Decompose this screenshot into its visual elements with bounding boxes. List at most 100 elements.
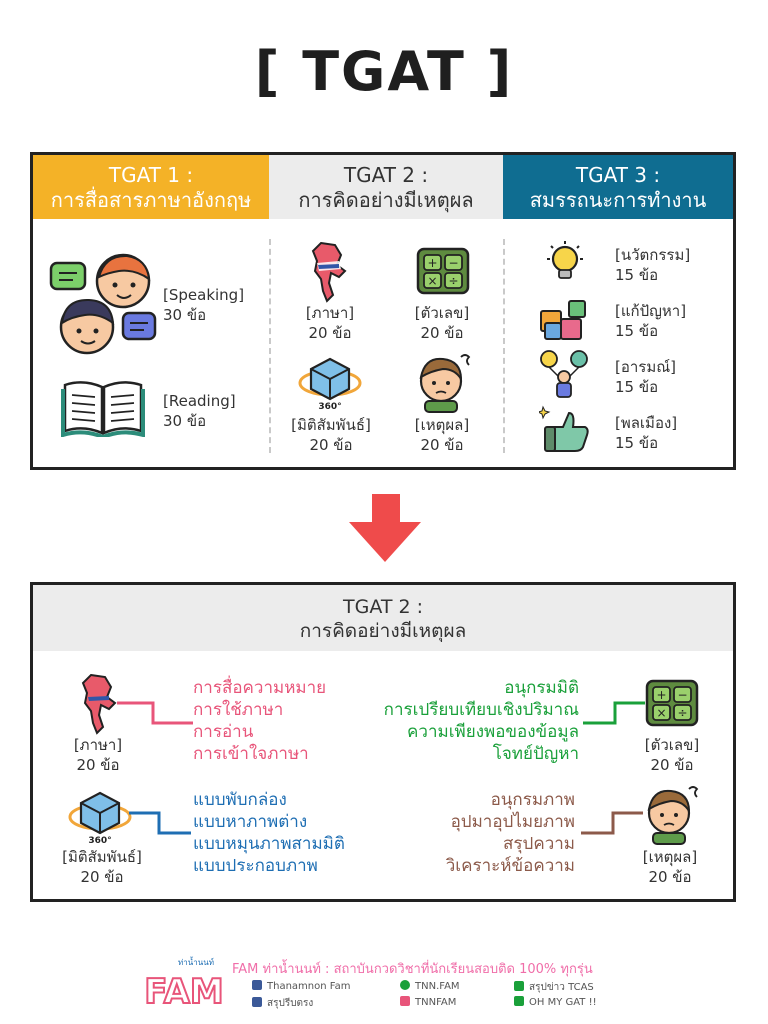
language-label: [ภาษา] <box>305 304 355 322</box>
fam-logo-icon: ท่าน้ำนนท์ FAM <box>146 956 222 1011</box>
line-icon <box>400 980 410 990</box>
facebook-icon <box>252 997 262 1007</box>
360-cube-icon: 360° <box>68 791 132 845</box>
360-cube-icon: 360° <box>298 357 362 411</box>
reasoning-count: 20 ข้อ <box>420 436 464 454</box>
connector-line <box>117 701 193 725</box>
language-label: [ภาษา] <box>73 736 123 754</box>
speaking-count: 30 ข้อ <box>163 306 207 324</box>
language-count: 20 ข้อ <box>76 756 120 774</box>
tgat3-subtitle: สมรรถนะการทำงาน <box>529 188 707 212</box>
gat-link[interactable]: OH MY GAT !! <box>514 996 597 1008</box>
reasoning-topic-list: อนุกรมภาพ อุปมาอุปไมยภาพ สรุปความ วิเครา… <box>373 789 575 877</box>
tgat2-detail-title: TGAT 2 : <box>342 596 424 618</box>
topic-item: สรุปความ <box>503 834 575 854</box>
calculator-icon: + − × ÷ <box>645 679 699 727</box>
svg-text:÷: ÷ <box>677 706 687 720</box>
spatial-topic-list: แบบพับกล่อง แบบหาภาพต่าง แบบหมุนภาพสามมิ… <box>193 789 345 877</box>
page-title: [ TGAT ] <box>254 40 514 103</box>
number-count: 20 ข้อ <box>650 756 694 774</box>
speaking-label: [Speaking] <box>163 286 245 304</box>
spatial-label: [มิติสัมพันธ์] <box>291 416 371 434</box>
tgat1-header: TGAT 1 : การสื่อสารภาษาอังกฤษ <box>33 155 269 219</box>
reasoning-count: 20 ข้อ <box>648 868 692 886</box>
emotion-count: 15 ข้อ <box>615 378 659 396</box>
facebook-link[interactable]: สรุปรีบตรง <box>252 996 313 1011</box>
svg-text:×: × <box>656 706 666 720</box>
thumbs-up-icon <box>539 405 589 452</box>
spatial-count: 20 ข้อ <box>309 436 353 454</box>
emotion-label: [อารมณ์] <box>615 358 676 376</box>
line-link[interactable]: TNN.FAM <box>400 980 460 992</box>
topic-item: แบบประกอบภาพ <box>193 856 318 876</box>
svg-text:+: + <box>427 256 437 270</box>
tgat1-title: TGAT 1 : <box>108 163 194 187</box>
topic-item: โจทย์ปัญหา <box>492 744 579 764</box>
topic-item: อนุกรมภาพ <box>490 790 575 810</box>
connector-line <box>583 701 645 725</box>
topic-item: การสื่อความหมาย <box>193 678 327 698</box>
instagram-icon <box>400 996 410 1006</box>
language-topic-list: การสื่อความหมาย การใช้ภาษา การอ่าน การเข… <box>193 677 326 765</box>
tgat3-header: TGAT 3 : สมรรถนะการทำงาน <box>503 155 733 219</box>
topic-item: การใช้ภาษา <box>193 700 284 720</box>
tgat2-detail-panel: TGAT 2 : การคิดอย่างมีเหตุผล [ภาษา] 20 ข… <box>30 582 736 902</box>
topic-item: แบบหาภาพต่าง <box>193 812 308 832</box>
tcas-news-link[interactable]: สรุปข่าว TCAS <box>514 980 594 995</box>
topic-item: วิเคราะห์ข้อความ <box>445 856 575 876</box>
spatial-count: 20 ข้อ <box>80 868 124 886</box>
open-book-icon <box>61 381 145 437</box>
tgat1-subtitle: การสื่อสารภาษาอังกฤษ <box>50 188 252 212</box>
svg-text:360°: 360° <box>88 836 111 845</box>
number-label: [ตัวเลข] <box>414 304 470 322</box>
tgat3-title: TGAT 3 : <box>575 163 661 187</box>
reading-count: 30 ข้อ <box>163 412 207 430</box>
topic-item: ความเพียงพอของข้อมูล <box>407 722 579 742</box>
line-group-icon <box>514 996 524 1006</box>
spatial-label: [มิติสัมพันธ์] <box>62 848 142 866</box>
logo-text: FAM <box>146 972 222 1011</box>
footer-tagline: FAM ท่าน้ำนนท์ : สถาบันกวดวิชาที่นักเรีย… <box>232 962 593 977</box>
topic-item: การอ่าน <box>193 722 254 742</box>
down-arrow-icon <box>372 494 400 524</box>
tgat2-detail-subtitle: การคิดอย่างมีเหตุผล <box>299 620 467 642</box>
svg-text:÷: ÷ <box>448 274 458 288</box>
tgat2-header: TGAT 2 : การคิดอย่างมีเหตุผล <box>269 155 503 219</box>
reasoning-label: [เหตุผล] <box>414 416 470 434</box>
reasoning-label: [เหตุผล] <box>642 848 698 866</box>
reading-label: [Reading] <box>163 392 236 410</box>
calculator-icon: + − × ÷ <box>416 247 470 295</box>
language-count: 20 ข้อ <box>308 324 352 342</box>
svg-text:360°: 360° <box>318 402 341 411</box>
emotion-person-icon <box>540 350 588 398</box>
svg-text:+: + <box>656 688 666 702</box>
number-count: 20 ข้อ <box>420 324 464 342</box>
tgat2-subtitle: การคิดอย่างมีเหตุผล <box>298 188 474 212</box>
topic-item: แบบหมุนภาพสามมิติ <box>193 834 345 854</box>
facebook-icon <box>252 980 262 990</box>
svg-text:×: × <box>427 274 437 288</box>
line-group-icon <box>514 981 524 991</box>
facebook-link[interactable]: Thanamnon Fam <box>252 980 350 992</box>
number-label: [ตัวเลข] <box>644 736 700 754</box>
tgat-overview-panel: TGAT 1 : การสื่อสารภาษาอังกฤษ TGAT 2 : ก… <box>30 152 736 470</box>
connector-line <box>129 811 191 835</box>
thailand-map-icon <box>311 241 347 303</box>
problem-solving-label: [แก้ปัญหา] <box>615 302 687 320</box>
puzzle-icon <box>540 300 586 340</box>
topic-item: อนุกรมมิติ <box>504 678 579 698</box>
tgat2-title: TGAT 2 : <box>343 163 429 187</box>
topic-item: การเข้าใจภาษา <box>193 744 309 764</box>
citizenship-count: 15 ข้อ <box>615 434 659 452</box>
thinking-boy-icon <box>419 354 471 413</box>
down-arrow-head-icon <box>349 522 421 562</box>
topic-item: การเปรียบเทียบเชิงปริมาณ <box>383 700 579 720</box>
topic-item: อุปมาอุปไมยภาพ <box>450 812 575 832</box>
speaking-people-icon <box>49 253 157 355</box>
topic-item: แบบพับกล่อง <box>193 790 287 810</box>
connector-line <box>581 811 643 835</box>
innovation-count: 15 ข้อ <box>615 266 659 284</box>
tgat2-detail-header: TGAT 2 : การคิดอย่างมีเหตุผล <box>33 585 733 651</box>
logo-top-text: ท่าน้ำนนท์ <box>178 956 214 967</box>
instagram-link[interactable]: TNNFAM <box>400 996 456 1008</box>
